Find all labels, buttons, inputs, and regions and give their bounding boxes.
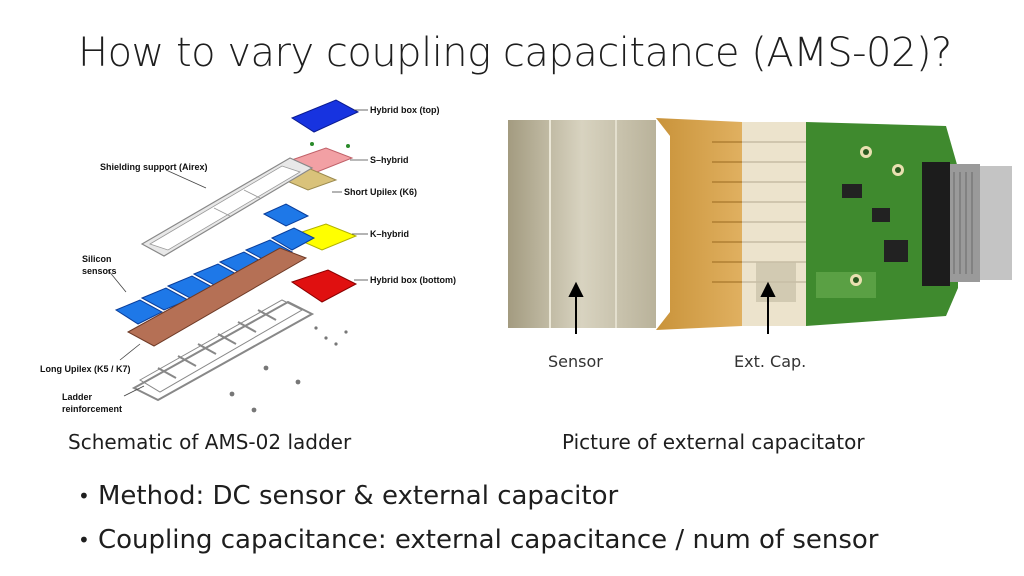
bullet-dot: •: [78, 484, 90, 508]
label-ladder-reinforcement-1: Ladder: [62, 392, 93, 402]
bullet-text: Coupling capacitance: external capacitan…: [98, 525, 879, 555]
bullet-dot: •: [78, 528, 90, 552]
ladder-reinforcement-shape: [131, 299, 315, 402]
long-upilex-shape: [126, 247, 308, 347]
bullet-list: •Method: DC sensor & external capacitor …: [78, 478, 879, 566]
external-capacitor-photo: [508, 118, 1012, 334]
photo-caption: Picture of external capacitator: [562, 430, 865, 454]
ladder-schematic-diagram: Hybrid box (top) S–hybrid Short Upilex (…: [40, 99, 456, 414]
label-k-hybrid: K–hybrid: [370, 229, 409, 239]
k-hybrid-shape: [288, 223, 358, 251]
label-silicon-sensors-1: Silicon: [82, 254, 112, 264]
label-s-hybrid: S–hybrid: [370, 155, 409, 165]
schematic-caption: Schematic of AMS-02 ladder: [68, 430, 352, 454]
bullet-item: • Coupling capacitance: external capacita…: [78, 522, 879, 566]
label-silicon-sensors-2: sensors: [82, 266, 117, 276]
sensor-label: Sensor: [548, 352, 603, 371]
hybrid-box-bottom-shape: [290, 269, 358, 303]
label-hybrid-box-bottom: Hybrid box (bottom): [370, 275, 456, 285]
label-short-upilex: Short Upilex (K6): [344, 187, 417, 197]
label-ladder-reinforcement-2: reinforcement: [62, 404, 122, 414]
label-shielding-support: Shielding support (Airex): [100, 162, 208, 172]
slide-title: How to vary coupling capacitance (AMS-02…: [78, 30, 952, 76]
bullet-text: Method: DC sensor & external capacitor: [98, 481, 619, 511]
label-hybrid-box-top: Hybrid box (top): [370, 105, 440, 115]
hybrid-box-top-shape: [290, 99, 360, 133]
bullet-item: • Method: DC sensor & external capacitor: [78, 478, 879, 522]
ext-cap-label: Ext. Cap.: [734, 352, 807, 371]
label-long-upilex: Long Upilex (K5 / K7): [40, 364, 131, 374]
